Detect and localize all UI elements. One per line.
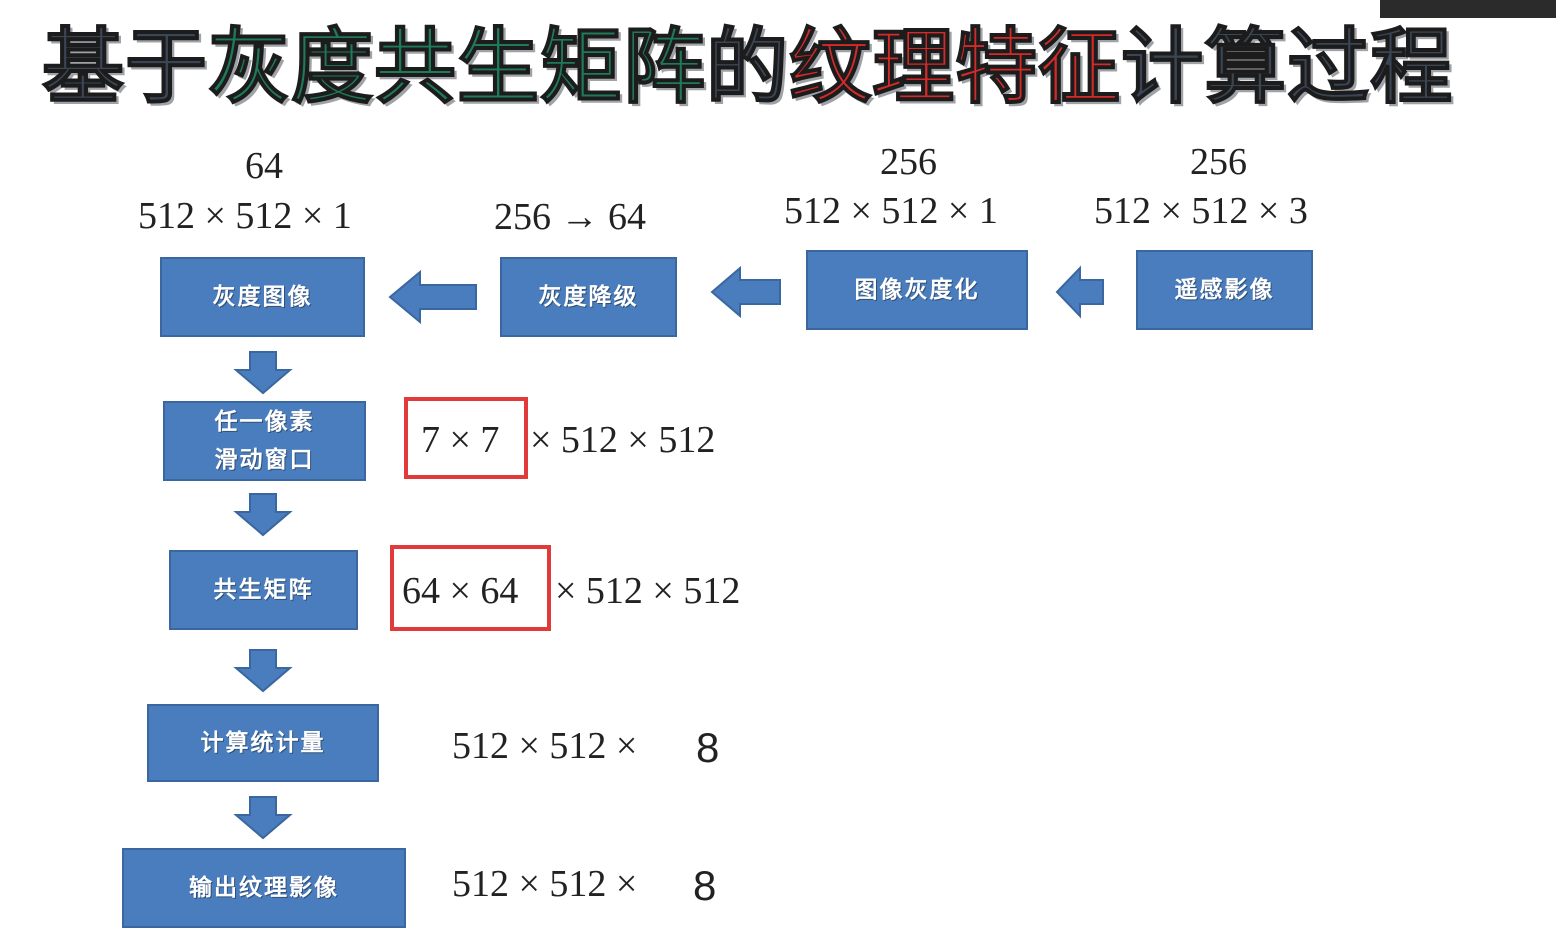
window-size-highlight: [404, 397, 528, 479]
remote-levels: 256: [1190, 141, 1247, 183]
stats-count-label: 8: [696, 724, 720, 771]
stats-size-label: 512 × 512 ×: [452, 725, 638, 767]
output-box: 输出纹理影像: [122, 848, 406, 928]
page-title: 基于灰度共生矩阵的纹理特征计算过程: [41, 18, 1454, 118]
glcm-size-highlight: [390, 545, 551, 631]
arrow-down-3: [233, 649, 293, 693]
remote-size: 512 × 512 × 3: [1094, 190, 1308, 232]
gray-level-change: 256 → 64: [494, 196, 646, 238]
arrow-left-3: [1055, 265, 1104, 319]
arrow-down-1: [233, 351, 293, 395]
glcm-size-label: 64 × 64: [402, 570, 519, 612]
graying-box: 图像灰度化: [806, 250, 1028, 330]
title-part-5: 计算过程: [1120, 19, 1454, 116]
arrow-down-2: [233, 493, 293, 537]
title-part-2: 灰度共生矩阵: [207, 19, 707, 116]
glcm-dims-label: × 512 × 512: [555, 570, 741, 612]
arrow-left-2: [710, 265, 781, 319]
top-overlay-bar: [1380, 0, 1556, 18]
arrow-down-4: [233, 796, 293, 840]
remote-image-box: 遥感影像: [1136, 250, 1313, 330]
sliding-window-box: 任一像素 滑动窗口: [163, 401, 366, 481]
arrow-left-1: [388, 269, 477, 325]
gray-image-size: 512 × 512 × 1: [138, 195, 352, 237]
sliding-window-line-2: 滑动窗口: [214, 447, 315, 473]
title-part-3: 的: [705, 19, 790, 116]
gray-level-box: 灰度降级: [500, 257, 677, 337]
sliding-window-line-1: 任一像素: [214, 409, 315, 435]
graying-size: 512 × 512 × 1: [784, 190, 998, 232]
gray-image-box: 灰度图像: [160, 257, 365, 337]
title-part-4: 纹理特征: [788, 19, 1122, 116]
stats-box: 计算统计量: [147, 704, 379, 782]
glcm-box: 共生矩阵: [169, 550, 358, 630]
window-size-label: 7 × 7: [421, 419, 500, 461]
output-size-label: 512 × 512 ×: [452, 863, 638, 905]
title-part-1: 基于: [41, 19, 209, 116]
window-dims-label: × 512 × 512: [530, 419, 716, 461]
output-count-label: 8: [693, 862, 717, 909]
graying-levels: 256: [880, 141, 937, 183]
gray-image-levels: 64: [245, 145, 283, 187]
